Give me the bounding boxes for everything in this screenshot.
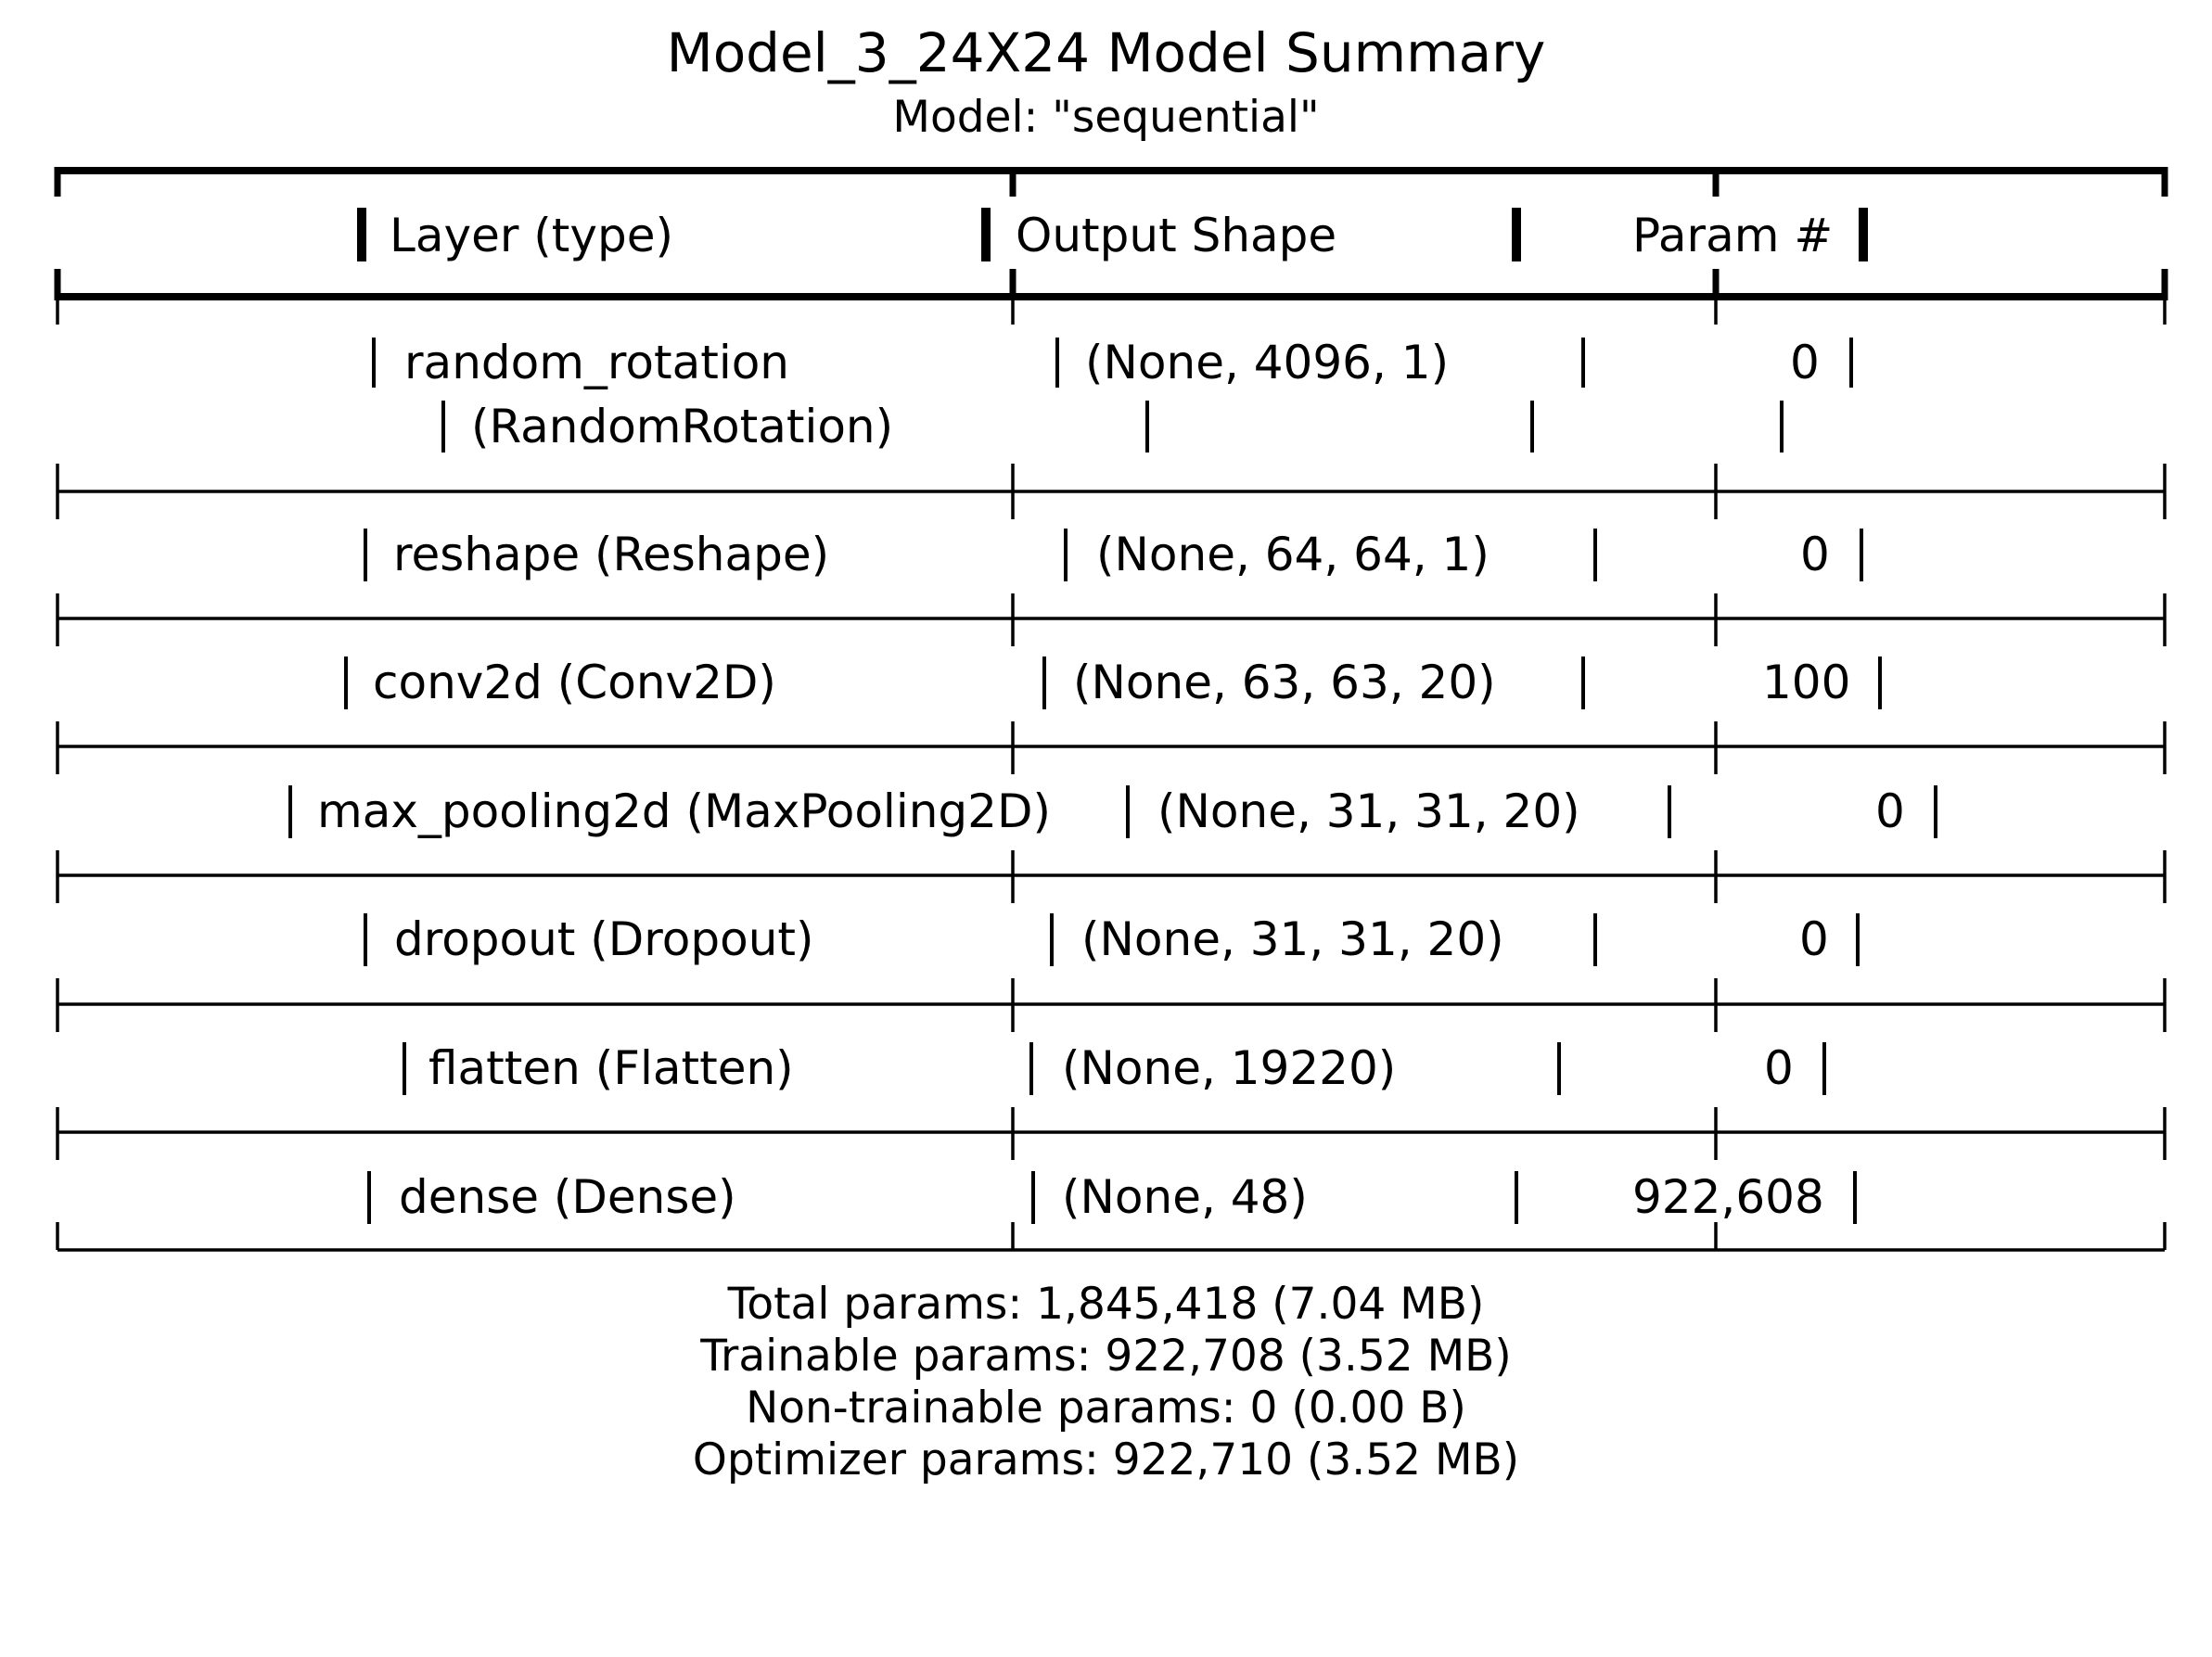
model-name: Model: "sequential" xyxy=(892,92,1320,143)
header-layer-type: Layer (type) xyxy=(390,209,674,262)
table-row-params: 0 xyxy=(1800,528,1830,581)
table-row-shape: (None, 48) xyxy=(1062,1170,1308,1224)
table-row-layer: conv2d (Conv2D) xyxy=(373,656,776,709)
table-row-shape: (None, 19220) xyxy=(1062,1041,1397,1095)
column-ticks xyxy=(56,297,2167,1250)
table-row-params: 100 xyxy=(1762,656,1851,709)
table-row-layer: random_rotation xyxy=(404,336,789,389)
table-row-shape: (None, 31, 31, 20) xyxy=(1157,784,1580,838)
table-row-params: 922,608 xyxy=(1632,1170,1824,1224)
header-output-shape: Output Shape xyxy=(1016,209,1337,262)
header-bars xyxy=(357,208,1868,261)
row-bars xyxy=(288,338,1937,1224)
table-row-layer-cont: (RandomRotation) xyxy=(471,400,894,453)
header-param-count: Param # xyxy=(1632,209,1834,262)
non-trainable-params: Non-trainable params: 0 (0.00 B) xyxy=(746,1383,1466,1434)
table-row-params: 0 xyxy=(1875,784,1905,838)
table-row-layer: dense (Dense) xyxy=(399,1170,736,1224)
table-row-params: 0 xyxy=(1790,336,1820,389)
table-row-layer: dropout (Dropout) xyxy=(394,912,814,966)
page-title: Model_3_24X24 Model Summary xyxy=(666,21,1546,84)
header-ticks xyxy=(54,167,2168,300)
trainable-params: Trainable params: 922,708 (3.52 MB) xyxy=(700,1331,1512,1382)
table-row-params: 0 xyxy=(1799,912,1829,966)
row-separators xyxy=(58,490,2165,1252)
table-row-shape: (None, 4096, 1) xyxy=(1085,336,1450,389)
table-row-params: 0 xyxy=(1764,1041,1794,1095)
optimizer-params: Optimizer params: 922,710 (3.52 MB) xyxy=(692,1434,1520,1485)
table-row-layer: flatten (Flatten) xyxy=(428,1041,794,1095)
table-row-shape: (None, 31, 31, 20) xyxy=(1081,912,1504,966)
table-row-layer: max_pooling2d (MaxPooling2D) xyxy=(317,784,1051,838)
table-row-shape: (None, 64, 64, 1) xyxy=(1096,528,1490,581)
table-row-shape: (None, 63, 63, 20) xyxy=(1073,656,1496,709)
table-row-layer: reshape (Reshape) xyxy=(393,528,830,581)
total-params: Total params: 1,845,418 (7.04 MB) xyxy=(727,1279,1485,1330)
